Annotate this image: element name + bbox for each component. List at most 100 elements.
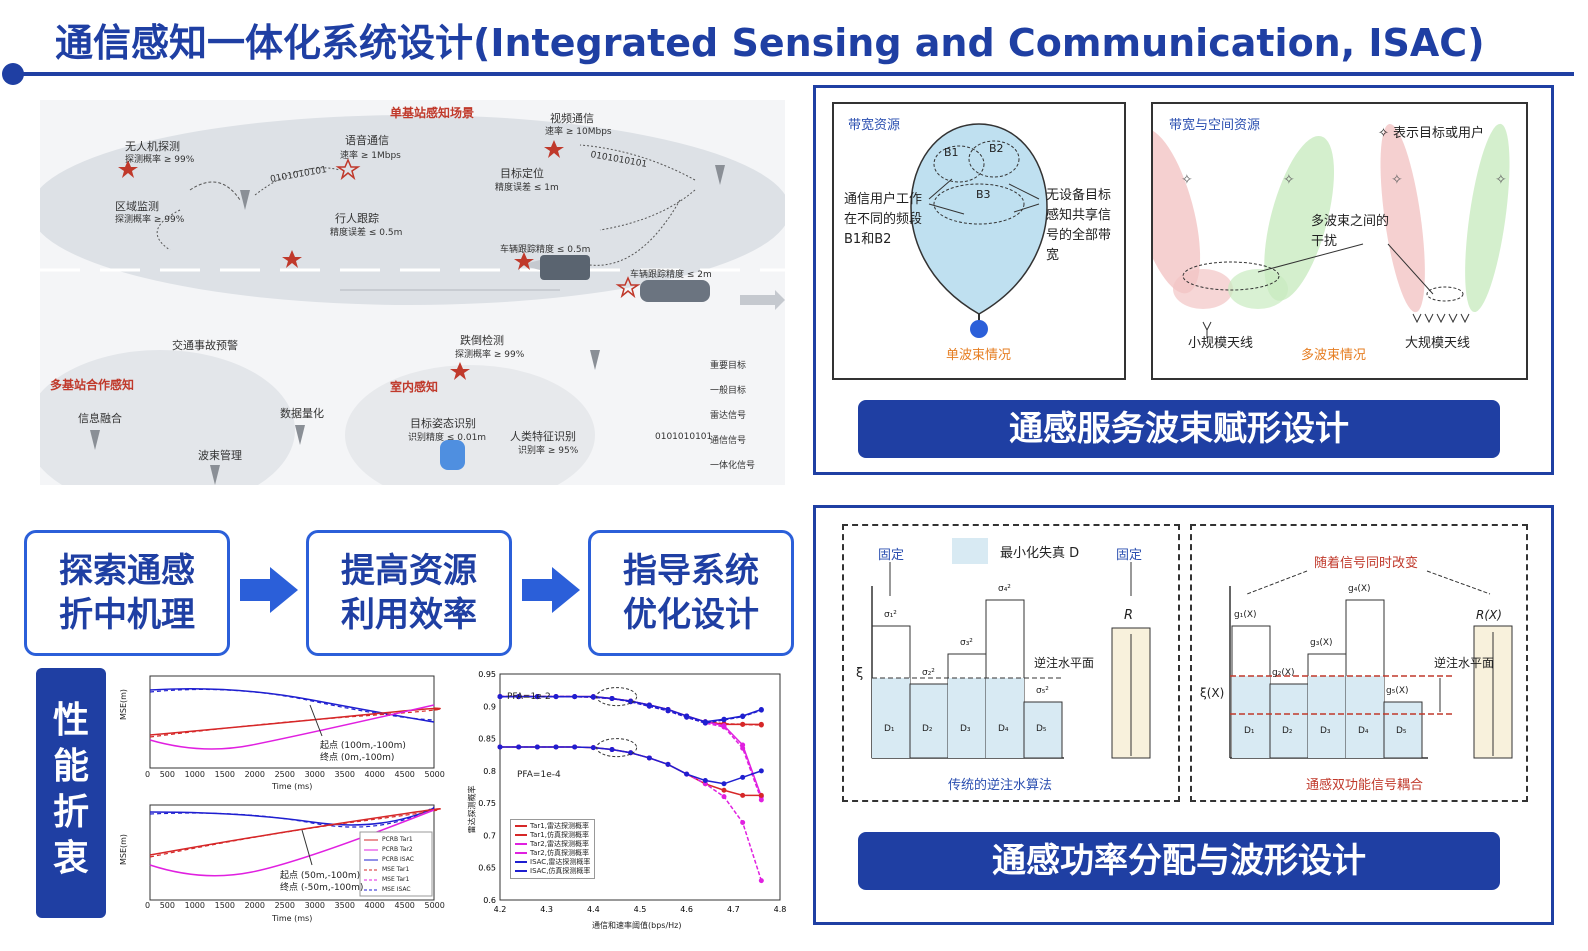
svg-text:✧: ✧ [1181,172,1193,188]
interference-note: 多波束之间的干扰 [1311,214,1390,249]
d-label: D₅ [1036,724,1047,734]
data-point [721,724,727,730]
g-label: g₅(X) [1386,686,1409,696]
large-array-label: 大规模天线 [1405,336,1471,351]
legend-entry: PCRB Tar1 [382,836,413,843]
comm-user-note: 通信用户工作在不同的频段B1和B2 [844,192,923,247]
mse-bottom-xlabel: Time (ms) [272,914,313,923]
scene-sublabel: 识别精度 ≤ 0.01m [408,433,487,443]
series-line [500,695,762,724]
page-title: 通信感知一体化系统设计(Integrated Sensing and Commu… [55,21,1485,65]
legend-entry: ISAC,仿真探测概率 [515,867,590,876]
title-rule [14,72,1574,76]
legend-normal: 一般目标 [710,386,747,396]
legend-label: Tar2,雷达探测概率 [530,840,589,848]
mse-bottom-ylabel: MSE(m) [119,833,129,866]
xtick: 500 [159,901,175,910]
scene-label: 行人跟踪 [335,212,379,225]
power-allocation-panel: 固定 最小化失真 D 固定 逆注水平面 ξ R σ₁² σ₂² σ₃² σ₄² … [813,505,1554,925]
data-point [740,745,746,751]
data-point [516,744,522,750]
title-bullet [2,63,24,85]
scene-label: 人类特征识别 [510,430,576,443]
legend-swatch [515,870,527,872]
legend-entry: Tar1,仿真探测概率 [515,831,590,840]
scene-sublabel: 识别率 ≥ 95% [518,446,579,456]
data-point [721,794,727,800]
reverse-waterfilling-box: 固定 最小化失真 D 固定 逆注水平面 ξ R σ₁² σ₂² σ₃² σ₄² … [842,524,1180,802]
svg-text:✧: ✧ [1283,172,1295,188]
legend-swatch [515,843,527,845]
mse-plot-top: MSE(m) Time (ms) 起点 (100m,-100m) 终点 (0m,… [112,670,445,795]
scene-label: 跌倒检测 [460,334,504,347]
data-point [534,744,540,750]
mse-top-xlabel: Time (ms) [272,782,313,791]
data-point [758,878,764,884]
x-tick-label: 4.4 [587,905,600,914]
data-point [758,722,764,728]
legend-entry: PCRB ISAC [382,856,414,863]
fixed-label: 固定 [1116,548,1143,563]
legend-label: Tar1,仿真探测概率 [530,831,589,839]
bandwidth-title: 带宽资源 [848,118,901,133]
data-point [665,761,671,767]
scene-sublabel: 探测概率 ≥ 99% [455,350,525,360]
waterline-label: 逆注水平面 [1434,656,1495,670]
data-point [758,792,764,798]
chart-annotation: PFA=1e-2 [507,692,551,702]
mse-top-ann1: 起点 (100m,-100m) [320,741,406,751]
data-point [590,694,596,700]
fixed-label: 固定 [878,548,905,563]
scene-label: 视频通信 [550,112,594,125]
xi-label: ξ [856,666,864,681]
chart-ylabel: 雷达探测概率 [467,785,477,834]
data-point [721,717,727,723]
chart-xlabel: 通信和速率阈值(bps/Hz) [592,921,682,930]
scene-legend: 重要目标 一般目标 雷达信号 通信信号 一体化信号 [690,358,755,471]
data-point [740,721,746,727]
data-point [684,771,690,777]
xtick: 5000 [424,901,445,910]
rate-label: R [1124,608,1134,623]
xtick: 4000 [364,770,385,779]
scene-sublabel: 速率 ≥ 10Mbps [545,127,612,137]
legend-isac: 一体化信号 [710,461,756,471]
mse-bottom-legend: PCRB Tar1 PCRB Tar2 PCRB ISAC MSE Tar1 M… [382,835,414,895]
x-tick-label: 4.5 [634,905,647,914]
power-allocation-banner: 通感功率分配与波形设计 [858,832,1500,890]
xtick: 2000 [244,901,265,910]
legend-label: Tar1,雷达探测概率 [530,822,589,830]
y-tick-label: 0.75 [478,799,496,808]
bitstream: 0101010101 [655,432,713,442]
xtick: 2000 [244,770,265,779]
xtick: 1000 [184,770,205,779]
d-label: D₁ [884,724,895,734]
data-point [609,747,615,753]
xi-label: ξ(X) [1200,686,1225,700]
flow-arrow-icon [522,567,580,613]
flow-box-resource: 提高资源 利用效率 [306,530,512,656]
flow-arrow-icon [240,567,298,613]
data-point [721,787,727,793]
single-beam-diagram [910,123,1048,338]
y-tick-label: 0.95 [478,670,496,679]
b3-label: B3 [976,188,991,201]
flow-box-line: 探索通感 [59,551,195,591]
data-point [721,781,727,787]
xtick: 5000 [424,770,445,779]
legend-entry: Tar2,雷达探测概率 [515,840,590,849]
waterline-label: 逆注水平面 [1034,656,1095,670]
y-tick-label: 0.65 [478,864,496,873]
sigma-label: σ₁² [884,610,897,620]
mse-plot-bottom: MSE(m) Time (ms) 起点 (50m,-100m) 终点 (-50m… [112,800,445,930]
g-label: g₁(X) [1234,610,1257,620]
data-point [665,708,671,714]
legend-label: Tar2,仿真探测概率 [530,849,589,857]
xtick: 0 [145,901,151,910]
sigma-label: σ₄² [998,584,1011,594]
scene-label: 区域监测 [115,200,159,213]
flow-box-line: 折中机理 [59,595,195,635]
